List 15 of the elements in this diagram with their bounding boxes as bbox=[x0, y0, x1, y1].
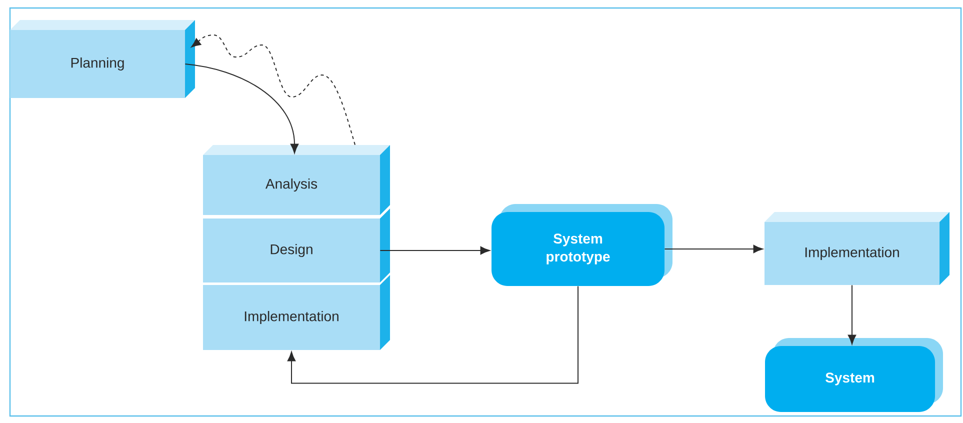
node-label: Implementation bbox=[244, 310, 338, 324]
result-box: System bbox=[765, 338, 943, 412]
prototype-box: System prototype bbox=[492, 204, 672, 286]
arrow bbox=[664, 244, 763, 254]
phase-box: Analysis bbox=[203, 145, 390, 215]
process-box: Implementation bbox=[764, 212, 950, 285]
arrow bbox=[191, 34, 356, 146]
arrow bbox=[287, 286, 578, 384]
process-box: Planning bbox=[10, 20, 195, 98]
arrow bbox=[380, 246, 490, 255]
phase-box: Design bbox=[203, 208, 390, 282]
arrow bbox=[184, 64, 299, 154]
node-label: Design bbox=[270, 244, 312, 258]
phase-box: Implementation bbox=[203, 275, 390, 350]
arrow bbox=[848, 284, 856, 344]
